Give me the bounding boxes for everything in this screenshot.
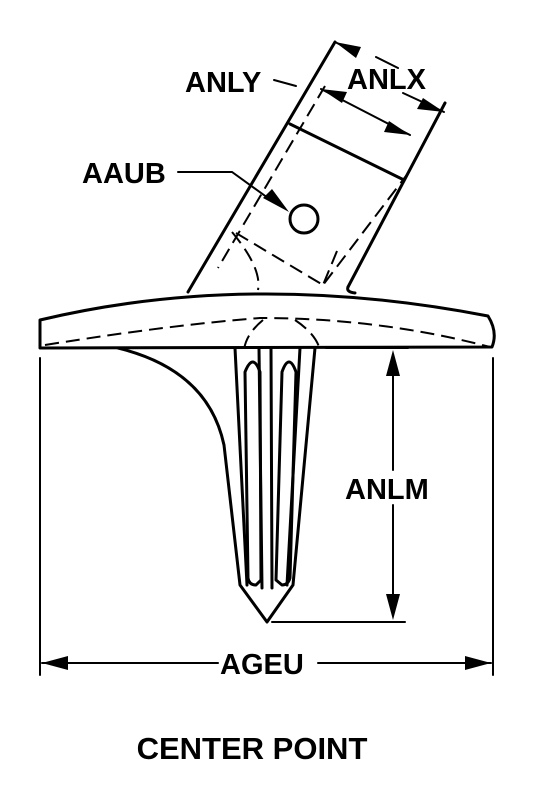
label-anlm: ANLM: [345, 474, 429, 506]
label-anlx: ANLX: [347, 64, 427, 96]
label-anly: ANLY: [185, 67, 261, 99]
anlm-dimension: [271, 347, 409, 623]
label-aaub: AAUB: [82, 158, 166, 190]
ageu-dimension: [39, 357, 494, 676]
fastener-head: [38, 292, 496, 351]
caption: CENTER POINT: [137, 731, 368, 766]
label-ageu: AGEU: [220, 649, 304, 681]
tilted-shank: [186, 40, 447, 295]
hole-circle: [288, 203, 320, 235]
anly-dimension: [273, 79, 411, 136]
aaub-leader: [177, 171, 289, 212]
fastener-legs: [116, 346, 317, 624]
anlx-dimension: [334, 41, 445, 113]
